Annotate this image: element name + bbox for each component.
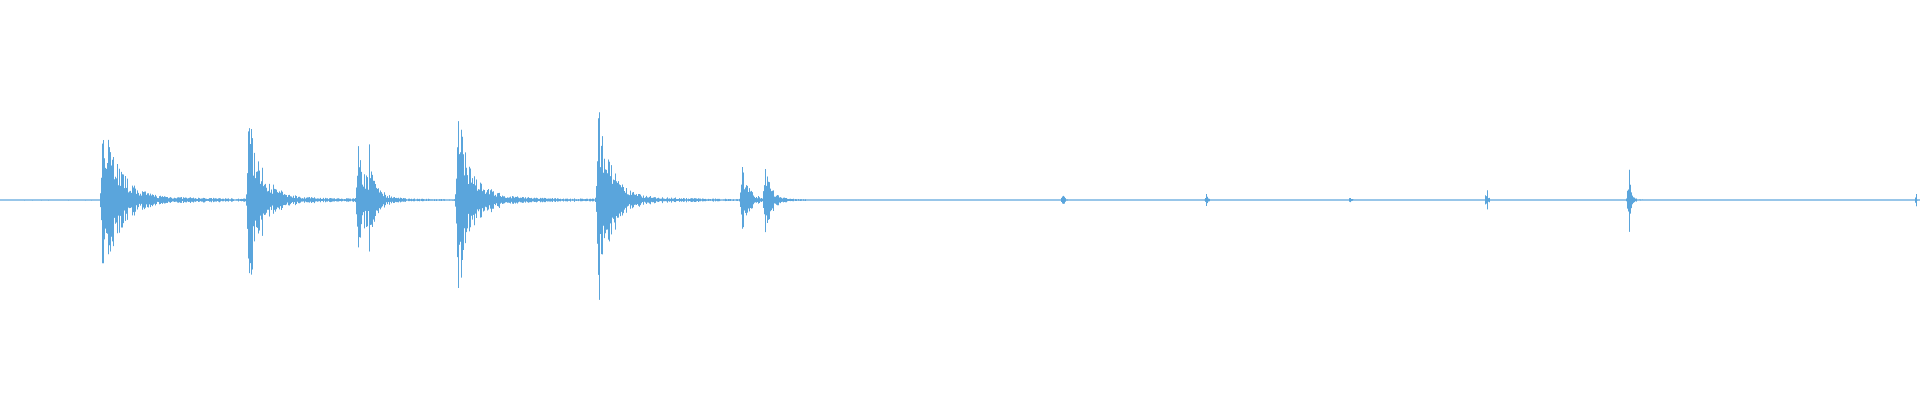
- waveform-view: [0, 112, 1920, 300]
- audio-waveform: [0, 112, 1920, 300]
